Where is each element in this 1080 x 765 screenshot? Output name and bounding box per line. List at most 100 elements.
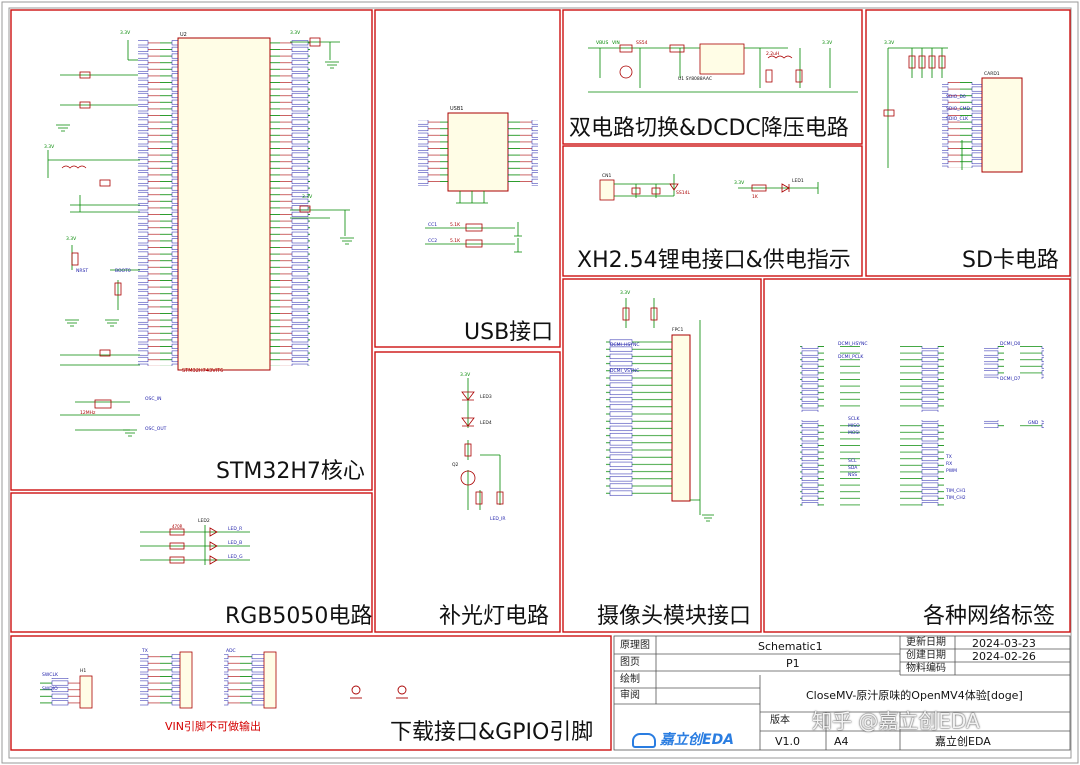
rgb-led-r-label: LED_R (228, 526, 242, 532)
panel-title-camera: 摄像头模块接口 (597, 604, 752, 629)
tb-create-date: 2024-02-26 (972, 650, 1036, 663)
camera-vsync-label: DCMI_VSYNC (610, 368, 639, 374)
net-labels-circuit: DCMI_HSYNC DCMI_PCLK DCMI_D0 DCMI_D7 SCL… (800, 341, 1044, 506)
mounting-holes (350, 685, 408, 699)
panel-border-rgb (10, 492, 373, 633)
nets-sclk: SCLK (848, 416, 861, 422)
fill-led-ir-label: LED_IR (490, 516, 506, 522)
swd-designator: H1 (80, 668, 86, 674)
panel-border-sd (865, 9, 1071, 277)
tb-size: A4 (834, 735, 849, 748)
tb-project: CloseMV-原汁原味的OpenMV4体验[doge] (806, 689, 1023, 702)
stm32-v33-label: 3.3V (120, 30, 131, 36)
tb-update-date: 2024-03-23 (972, 637, 1036, 650)
tb-schematic-name: Schematic1 (758, 640, 823, 653)
panel-borders (10, 9, 1071, 751)
power-vin-label: VIN (612, 40, 620, 46)
fill-led4-label: LED4 (480, 420, 492, 426)
tb-label-schematic: 原理图 (620, 640, 650, 651)
nets-d0: DCMI_D0 (1000, 341, 1021, 347)
nets-scl: SCL (848, 458, 857, 464)
sd-designator: CARD1 (984, 71, 1000, 77)
gpio-header-2-body (263, 651, 277, 709)
panel-title-sd: SD卡电路 (962, 248, 1059, 273)
panel-title-power: 双电路切换&DCDC降压电路 (569, 116, 849, 141)
power-inductor-value: 2.2uH (766, 51, 779, 57)
tb-label-drawn: 绘制 (620, 674, 640, 685)
tb-label-version: 版本 (770, 715, 790, 726)
panel-title-rgb: RGB5050电路 (225, 604, 373, 629)
usb-r-cc1: 5.1K (450, 222, 461, 228)
camera-circuit: FPC1 3.3V DCMI_HSYNC DCMI_VSYNC (606, 290, 714, 522)
vin-warning-note: VIN引脚不可做输出 (165, 720, 261, 733)
battery-circuit: CN1 3.3V LED1 1K SS14L (599, 173, 819, 201)
panel-title-stm32: STM32H7核心 (216, 459, 365, 484)
rgb-led-g-label: LED_G (228, 554, 243, 560)
gpio-header-1-body (179, 651, 193, 709)
battery-connector-body (599, 179, 615, 201)
panel-border-nets (763, 278, 1071, 633)
nets-nss: NSS (848, 472, 857, 478)
fpc-connector-body (671, 334, 691, 502)
debug-tx-label: TX (141, 648, 148, 654)
sd-connector-body (981, 77, 1023, 173)
nets-sda: SDA (848, 465, 858, 471)
nets-rx: RX (946, 461, 952, 467)
usb-connector-body (447, 112, 509, 192)
stm32-v33-label-4: 3.3V (66, 236, 77, 242)
tb-version: V1.0 (775, 735, 801, 748)
nets-d7: DCMI_D7 (1000, 376, 1021, 382)
usb-designator: USB1 (450, 106, 463, 112)
fpc-designator: FPC1 (672, 327, 683, 333)
sd-cmd-label: SDIO_CMD (946, 106, 970, 112)
panel-title-usb: USB接口 (464, 320, 554, 345)
rgb-r-value: 470R (172, 524, 183, 529)
rgb-circuit: LED2 LED_R LED_B LED_G 470R (140, 518, 250, 565)
eda-logo: 嘉立创EDA (632, 729, 734, 749)
panel-border-debug (10, 635, 612, 751)
camera-v33-label: 3.3V (620, 290, 631, 296)
fill-v33-label: 3.3V (460, 372, 471, 378)
usb-r-cc2: 5.1K (450, 238, 461, 244)
power-circuit: U1 SY8088AAC VBUS VIN 3.3V 2.2uH SS54 (588, 40, 858, 93)
tb-label-page: 图页 (620, 657, 640, 668)
tb-page-name: P1 (786, 657, 800, 670)
title-block-lines (613, 635, 1071, 751)
power-vbus-label: VBUS (596, 40, 608, 46)
nets-ch2: TIM_CH2 (945, 495, 966, 501)
power-led-resistor: 1K (752, 194, 759, 200)
fill-led3-label: LED3 (480, 394, 492, 400)
dcdc-label: U1 SY8088AAC (678, 76, 712, 82)
panel-border-fill-light (374, 351, 561, 633)
nets-pwm: PWM (946, 468, 957, 474)
debug-circuit: H1 SWCLK SWDIO TX ADC (40, 648, 408, 709)
panel-border-camera (562, 278, 762, 633)
cloud-logo-icon (632, 732, 656, 748)
mcu-part: STM32H743VIT6 (182, 368, 223, 374)
debug-adc-label: ADC (226, 648, 236, 654)
stm32-v33-label-2: 3.3V (290, 30, 301, 36)
crystal-freq: 12MHz (80, 410, 96, 416)
rgb-led-b-label: LED_B (228, 540, 242, 546)
panel-border-stm32 (10, 9, 373, 491)
sd-card-circuit: CARD1 3.3V SDIO_D0 SDIO_CLK SDIO_CMD (883, 40, 1023, 173)
power-v33-label: 3.3V (822, 40, 833, 46)
power-led-label: LED1 (792, 178, 804, 184)
stm32-core-circuit: U2 STM32H743VIT6 (44, 30, 354, 437)
stm32-osc-out-label: OSC_OUT (145, 426, 167, 432)
inner-frame (8, 7, 1072, 759)
battery-v33-label: 3.3V (734, 180, 745, 186)
camera-hsync-label: DCMI_HSYNC (610, 342, 640, 348)
panel-title-debug: 下载接口&GPIO引脚 (390, 720, 594, 745)
panel-title-battery: XH2.54锂电接口&供电指示 (577, 248, 851, 273)
tb-company: 嘉立创EDA (935, 735, 991, 748)
nets-tx: TX (945, 454, 952, 460)
sd-v33-label: 3.3V (884, 40, 895, 46)
battery-designator: CN1 (602, 173, 612, 179)
stm32-boot0-label: BOOT0 (115, 268, 131, 274)
panel-border-battery (562, 145, 863, 277)
nets-ch1: TIM_CH1 (945, 488, 966, 494)
stm32-v33-label-3: 3.3V (44, 144, 55, 150)
nets-mosi: MOSI (848, 430, 860, 436)
usb-circuit: USB1 CC1 CC2 5.1K 5.1K (418, 106, 538, 253)
